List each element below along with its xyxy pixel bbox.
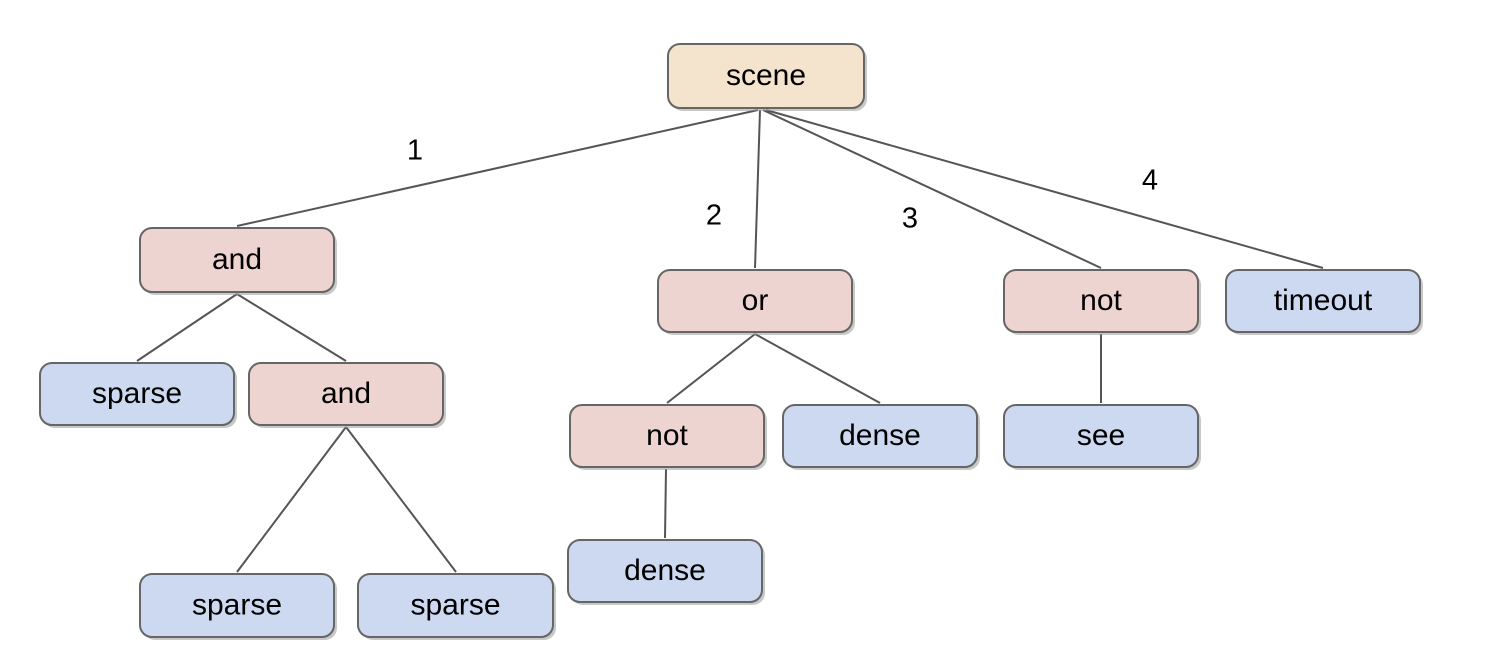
node-label-sparse2: sparse (192, 588, 282, 621)
node-dense1[interactable]: dense (782, 404, 980, 470)
edge-labels-layer: 1 2 3 4 (407, 135, 1158, 235)
edge-scene-to-not1 (762, 109, 1102, 269)
node-label-dense1: dense (839, 419, 921, 452)
node-label-not2: not (646, 419, 688, 452)
edge-and2-to-sparse2 (236, 426, 347, 573)
node-and1[interactable]: and (139, 227, 337, 295)
node-label-sparse3: sparse (410, 588, 500, 621)
edge-and1-to-sparse1 (136, 293, 238, 362)
node-timeout1[interactable]: timeout (1225, 269, 1423, 335)
node-sparse3[interactable]: sparse (357, 573, 556, 640)
node-see1[interactable]: see (1003, 404, 1201, 470)
node-label-scene: scene (726, 59, 806, 92)
node-label-not1: not (1080, 284, 1122, 317)
node-label-or1: or (742, 284, 769, 317)
node-rect-dense1[interactable] (782, 404, 978, 468)
node-rect-sparse2[interactable] (139, 573, 335, 638)
edge-and1-to-and2 (236, 293, 347, 362)
node-sparse1[interactable]: sparse (39, 362, 237, 428)
node-rect-dense2[interactable] (567, 539, 763, 603)
node-label-and1: and (212, 243, 262, 276)
edge-label-1: 1 (407, 135, 423, 167)
edge-scene-to-timeout1 (765, 109, 1324, 269)
edge-or1-to-not2 (666, 333, 756, 404)
edge-label-2: 2 (706, 200, 722, 232)
node-dense2[interactable]: dense (567, 539, 765, 605)
edge-not2-to-dense2 (664, 468, 667, 539)
node-not2[interactable]: not (569, 404, 767, 470)
node-rect-not2[interactable] (569, 404, 765, 468)
node-rect-timeout1[interactable] (1225, 269, 1421, 333)
node-label-dense2: dense (624, 554, 706, 587)
edge-and2-to-sparse3 (345, 426, 457, 573)
node-rect-and1[interactable] (139, 227, 335, 293)
edges-layer (136, 109, 1324, 573)
node-sparse2[interactable]: sparse (139, 573, 337, 640)
node-rect-or1[interactable] (657, 269, 853, 333)
node-and2[interactable]: and (248, 362, 446, 428)
node-rect-scene[interactable] (667, 43, 865, 109)
node-rect-not1[interactable] (1003, 269, 1199, 333)
node-label-timeout1: timeout (1274, 284, 1373, 317)
edge-label-4: 4 (1142, 165, 1158, 197)
edge-scene-to-and1 (236, 109, 759, 227)
node-rect-and2[interactable] (248, 362, 444, 426)
node-rect-see1[interactable] (1003, 404, 1199, 468)
node-rect-sparse1[interactable] (39, 362, 235, 426)
nodes-layer: scene and or not timeout sparse and not dense see… (39, 43, 1423, 640)
edge-scene-to-or1 (754, 109, 761, 269)
node-scene[interactable]: scene (667, 43, 867, 111)
edge-or1-to-dense1 (754, 333, 881, 404)
edge-label-3: 3 (902, 203, 918, 235)
node-label-see1: see (1077, 419, 1125, 452)
node-label-sparse1: sparse (92, 377, 182, 410)
node-not1[interactable]: not (1003, 269, 1201, 335)
node-label-and2: and (321, 377, 371, 410)
node-or1[interactable]: or (657, 269, 855, 335)
node-rect-sparse3[interactable] (357, 573, 554, 638)
